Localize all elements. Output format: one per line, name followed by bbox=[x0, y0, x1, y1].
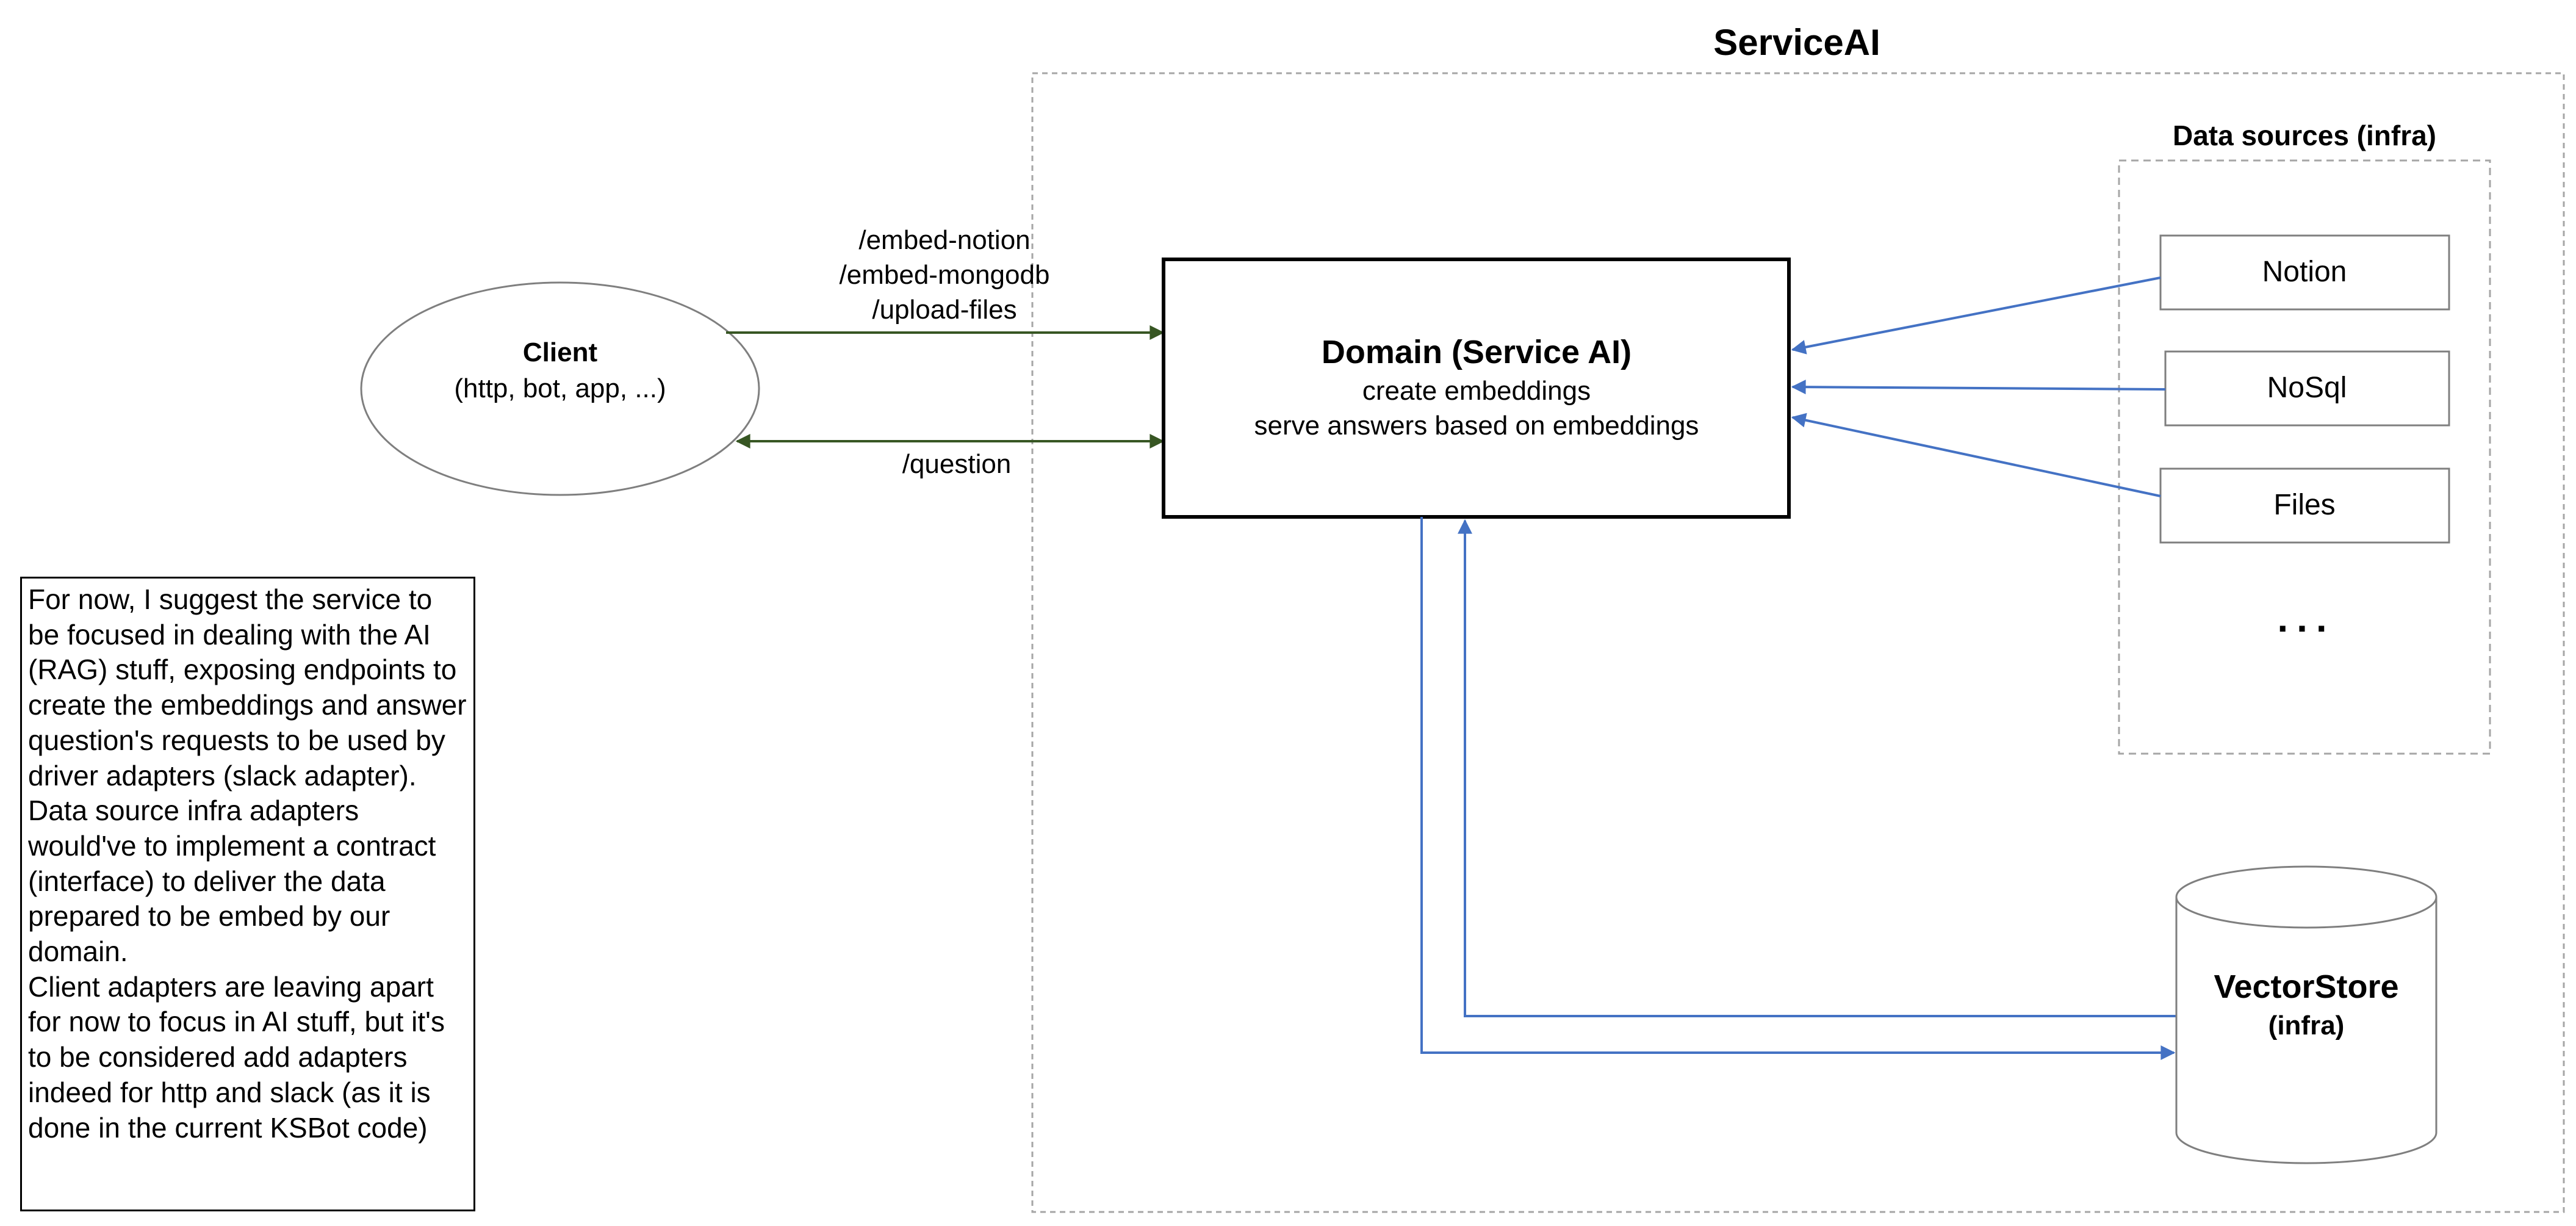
domain-to-vectorstore-arrow bbox=[1420, 517, 2176, 1060]
data-sources-group: Data sources (infra) Notion NoSql Files … bbox=[2118, 120, 2491, 755]
domain-line-2: serve answers based on embeddings bbox=[1254, 411, 1699, 441]
note-box: For now, I suggest the service to be foc… bbox=[20, 577, 475, 1211]
vectorstore-top bbox=[2175, 865, 2437, 929]
files-label: Files bbox=[2273, 489, 2335, 521]
data-sources-title: Data sources (infra) bbox=[2173, 120, 2436, 151]
data-sources-border bbox=[2118, 159, 2491, 755]
endpoint-labels: /embed-notion /embed-mongodb /upload-fil… bbox=[840, 225, 1050, 479]
domain-title: Domain (Service AI) bbox=[1322, 334, 1632, 370]
client-ellipse bbox=[360, 281, 760, 496]
client-subtitle: (http, bot, app, ...) bbox=[454, 373, 666, 403]
service-ai-title: ServiceAI bbox=[1713, 22, 1880, 63]
data-source-notion: Notion bbox=[2159, 234, 2450, 311]
data-source-nosql: NoSql bbox=[2164, 350, 2450, 427]
nosql-box bbox=[2164, 350, 2450, 427]
vectorstore-to-domain-arrow bbox=[1458, 519, 2176, 1017]
notion-label: Notion bbox=[2262, 256, 2347, 288]
nosql-label: NoSql bbox=[2267, 372, 2347, 404]
domain-box bbox=[1162, 258, 1791, 519]
endpoint-upload-files: /upload-files bbox=[872, 295, 1016, 325]
files-box bbox=[2159, 467, 2450, 544]
service-ai-container: ServiceAI bbox=[1031, 22, 2565, 1213]
vectorstore-title: VectorStore bbox=[2214, 968, 2398, 1005]
vectorstore-subtitle: (infra) bbox=[2268, 1011, 2345, 1040]
client-title: Client bbox=[523, 337, 598, 367]
service-ai-border bbox=[1031, 72, 2565, 1213]
data-source-files: Files bbox=[2159, 467, 2450, 544]
endpoint-embed-mongodb: /embed-mongodb bbox=[840, 260, 1050, 290]
endpoint-embed-notion: /embed-notion bbox=[858, 225, 1030, 255]
vectorstore-body bbox=[2175, 897, 2437, 1164]
client-node: Client (http, bot, app, ...) bbox=[360, 281, 760, 496]
notion-box bbox=[2159, 234, 2450, 311]
notion-to-domain-arrow bbox=[1791, 276, 2161, 355]
endpoint-question: /question bbox=[902, 449, 1012, 479]
nosql-to-domain-arrow bbox=[1791, 380, 2166, 395]
more-sources-ellipsis: ... bbox=[2277, 596, 2335, 640]
files-to-domain-arrow bbox=[1791, 413, 2161, 497]
vectorstore-node: VectorStore (infra) bbox=[2175, 865, 2437, 1164]
domain-line-1: create embeddings bbox=[1362, 376, 1591, 406]
domain-node: Domain (Service AI) create embeddings se… bbox=[1162, 258, 1791, 519]
